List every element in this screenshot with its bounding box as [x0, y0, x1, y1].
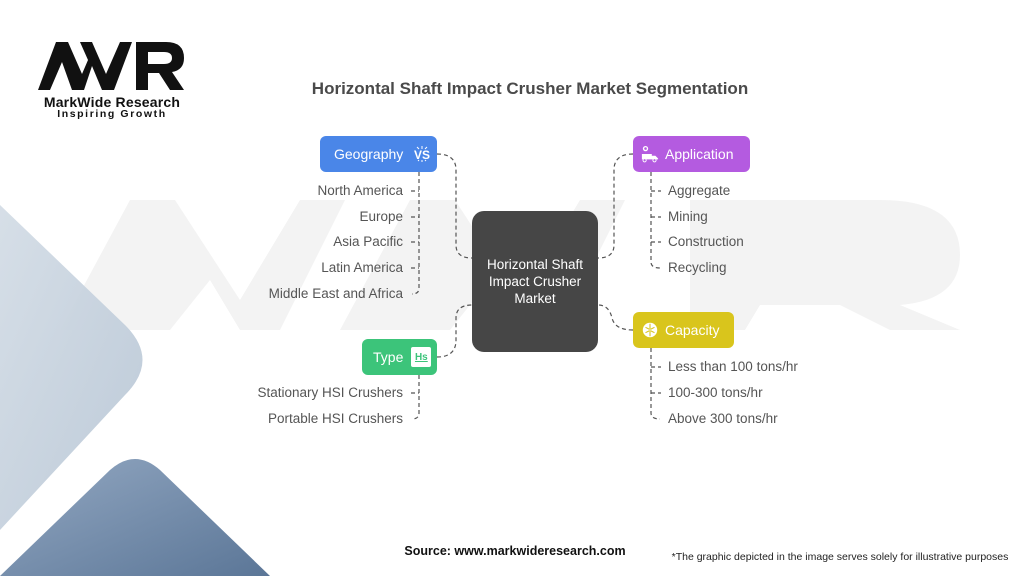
capacity-item: Above 300 tons/hr: [668, 411, 778, 426]
type-item: Portable HSI Crushers: [267, 411, 403, 426]
segment-label: Type: [373, 349, 404, 365]
segment-label: Geography: [334, 146, 404, 162]
application-item: Recycling: [668, 260, 727, 275]
application-item: Construction: [668, 234, 744, 249]
brand-logo: [36, 40, 186, 92]
center-node: Horizontal Shaft Impact Crusher Market: [472, 211, 598, 352]
vs-icon: VS: [413, 145, 431, 163]
segment-type: Type Hs: [362, 339, 437, 375]
capacity-item: Less than 100 tons/hr: [668, 359, 798, 374]
source-credit: Source: www.markwideresearch.com: [404, 544, 626, 558]
diagram-title: Horizontal Shaft Impact Crusher Market S…: [311, 79, 749, 98]
truck-gear-icon: [641, 145, 659, 163]
brain-icon: [641, 321, 659, 339]
segment-capacity: Capacity: [633, 312, 734, 348]
segment-geography: Geography VS: [320, 136, 437, 172]
brand-name: MarkWide Research: [43, 94, 181, 110]
decor-shape-dark: [0, 459, 270, 576]
application-item: Mining: [668, 209, 708, 224]
disclaimer-note: *The graphic depicted in the image serve…: [671, 551, 1009, 563]
connectors: [411, 153, 661, 420]
logo-mark-icon: [38, 42, 184, 90]
geography-item: Europe: [359, 209, 403, 224]
svg-text:VS: VS: [414, 148, 430, 162]
type-item: Stationary HSI Crushers: [257, 385, 403, 400]
geography-item: Latin America: [321, 260, 403, 275]
hs-icon-text: Hs: [414, 351, 428, 363]
application-item: Aggregate: [668, 183, 731, 198]
segment-application: Application: [633, 136, 750, 172]
segment-label: Capacity: [665, 322, 720, 338]
brand-tagline: Inspiring Growth: [57, 108, 167, 120]
center-node-text: Horizontal Shaft Impact Crusher Market: [486, 257, 584, 306]
decor-shape-light: [0, 205, 143, 530]
segment-label: Application: [665, 146, 734, 162]
capacity-item: 100-300 tons/hr: [668, 385, 763, 400]
geography-item: North America: [317, 183, 403, 198]
hs-icon: Hs: [411, 347, 432, 367]
geography-item: Asia Pacific: [333, 234, 403, 249]
geography-item: Middle East and Africa: [268, 286, 403, 301]
